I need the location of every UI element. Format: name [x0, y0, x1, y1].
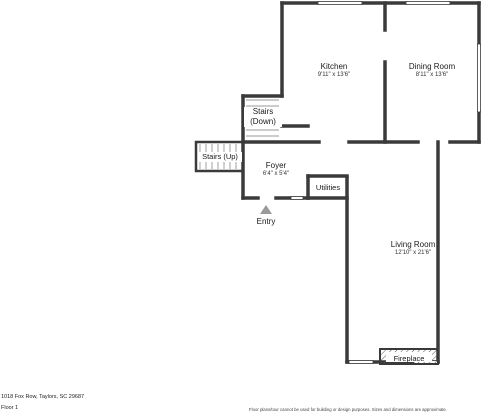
utilities-label: Utilities	[315, 183, 341, 192]
address-text: 1018 Fox Row, Taylors, SC 29687	[1, 394, 85, 400]
dining-room-name: Dining Room	[408, 62, 456, 71]
stairs-down-line1: Stairs	[252, 107, 274, 116]
foyer-name: Foyer	[265, 161, 287, 170]
foyer-dims: 6'4" x 5'4"	[262, 171, 290, 177]
kitchen-dims: 9'11" x 13'6"	[317, 72, 351, 78]
fireplace-label-bg	[386, 352, 432, 362]
living-room-name: Living Room	[390, 240, 436, 249]
living-room-dims: 12'10" x 21'6"	[394, 250, 432, 256]
stairs-up-label: Stairs (Up)	[198, 152, 242, 162]
fireplace-label: Fireplace	[393, 354, 425, 363]
entry-arrow-icon	[260, 205, 272, 214]
kitchen-name: Kitchen	[320, 62, 348, 71]
dining-room-dims: 8'11" x 13'6"	[415, 72, 449, 78]
stairs-down-line2: (Down)	[250, 117, 276, 126]
entry-label: Entry	[256, 217, 276, 226]
walls	[241, 1, 481, 364]
disclaimer-text: Floor plans/tour cannot be used for buil…	[248, 407, 447, 412]
floor-text: Floor 1	[1, 405, 19, 411]
stairs-down-label: Stairs (Down)	[244, 107, 282, 127]
